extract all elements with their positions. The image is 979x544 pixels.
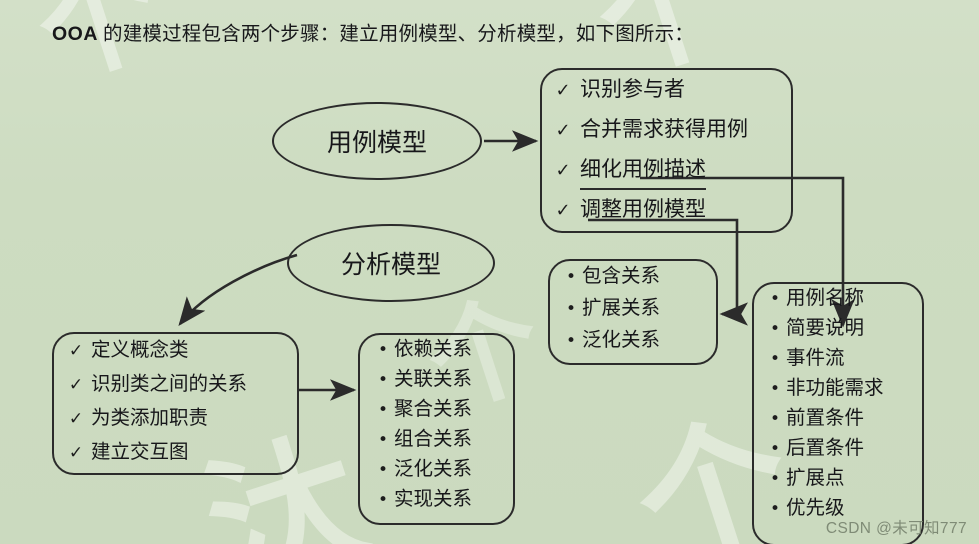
list-item-label: 调整用例模型 [580,197,706,221]
list-item-label: 关联关系 [394,369,473,390]
connector-refine-to-description [640,176,855,328]
box-usecase-relations: • 包含关系 • 扩展关系 • 泛化关系 [548,259,718,365]
box-class-relations: • 依赖关系 • 关联关系 • 聚合关系 • 组合关系 • 泛化关系 [358,333,515,525]
bullet-icon: • [769,469,781,489]
check-icon: ✓ [555,200,571,221]
list-item-label: 扩展关系 [582,298,661,319]
list-item: • 前置条件 [754,404,922,434]
heading-text: 的建模过程包含两个步骤：建立用例模型、分析模型，如下图所示： [97,24,694,45]
box-usecase-description: • 用例名称 • 简要说明 • 事件流 • 非功能需求 • 前置条件 [752,282,924,544]
list-item: • 用例名称 [754,284,922,314]
list-item-label: 事件流 [786,348,845,369]
list-item-label: 后置条件 [786,438,865,459]
list-item: • 包含关系 [550,261,716,293]
node-usecase-model[interactable]: 用例模型 [272,102,482,180]
diagram-connectors [178,130,855,401]
list-item-label: 细化用例描述 [580,150,706,190]
list-item-label: 简要说明 [786,318,865,339]
box-usecase-steps: ✓ 识别参与者 ✓ 合并需求获得用例 ✓ 细化用例描述 ✓ 调整用例模型 [540,68,793,233]
heading-prefix: OOA [52,23,98,45]
list-item: ✓ 为类添加职责 [54,402,297,436]
list-item-label: 扩展点 [786,468,845,489]
list-item: ✓ 建立交互图 [54,436,297,470]
list-item: ✓ 合并需求获得用例 [542,110,791,150]
list-item: ✓ 细化用例描述 [542,150,791,190]
check-icon: ✓ [555,120,571,141]
check-icon: ✓ [68,409,84,429]
list-item-label: 为类添加职责 [91,408,209,429]
bullet-icon: • [769,319,781,339]
check-icon: ✓ [555,160,571,181]
list-item: • 后置条件 [754,434,922,464]
box-analysis-steps: ✓ 定义概念类 ✓ 识别类之间的关系 ✓ 为类添加职责 ✓ 建立交互图 [52,332,299,475]
list-item-label: 识别类之间的关系 [91,374,248,395]
usecase-steps-list: ✓ 识别参与者 ✓ 合并需求获得用例 ✓ 细化用例描述 ✓ 调整用例模型 [542,70,791,230]
usecase-relations-list: • 包含关系 • 扩展关系 • 泛化关系 [550,261,716,357]
node-analysis-model-label: 分析模型 [340,252,441,279]
bullet-icon: • [377,430,389,450]
list-item: • 非功能需求 [754,374,922,404]
usecase-description-list: • 用例名称 • 简要说明 • 事件流 • 非功能需求 • 前置条件 [754,284,922,524]
bullet-icon: • [769,499,781,519]
list-item: • 泛化关系 [550,325,716,357]
list-item-label: 组合关系 [394,429,473,450]
list-item: ✓ 定义概念类 [54,334,297,368]
bullet-icon: • [377,460,389,480]
bullet-icon: • [769,409,781,429]
list-item: • 扩展点 [754,464,922,494]
list-item: • 聚合关系 [360,395,513,425]
analysis-steps-list: ✓ 定义概念类 ✓ 识别类之间的关系 ✓ 为类添加职责 ✓ 建立交互图 [54,334,297,470]
list-item-label: 包含关系 [582,266,661,287]
list-item: • 优先级 [754,494,922,524]
list-item-label: 识别参与者 [580,77,685,101]
list-item: ✓ 识别参与者 [542,70,791,110]
check-icon: ✓ [68,341,84,361]
bullet-icon: • [377,490,389,510]
bullet-icon: • [377,400,389,420]
list-item-label: 前置条件 [786,408,865,429]
flow-diagram: 用例模型 分析模型 ✓ 识别参与者 ✓ 合并需求获得用例 ✓ 细化用例描述 [0,52,979,544]
list-item-label: 建立交互图 [91,442,189,463]
list-item-label: 依赖关系 [394,339,473,360]
connector-adjust-to-relations [588,218,748,326]
list-item-label: 泛化关系 [394,459,473,480]
list-item: • 关联关系 [360,365,513,395]
connector-analysis-to-steps [178,253,298,327]
bullet-icon: • [565,299,577,319]
list-item: • 依赖关系 [360,335,513,365]
check-icon: ✓ [68,443,84,463]
list-item-label: 泛化关系 [582,330,661,351]
node-usecase-model-label: 用例模型 [326,130,427,157]
list-item: • 组合关系 [360,425,513,455]
bullet-icon: • [769,379,781,399]
list-item: • 泛化关系 [360,455,513,485]
list-item: • 实现关系 [360,485,513,515]
list-item-label: 合并需求获得用例 [580,117,748,141]
page-heading: OOA 的建模过程包含两个步骤：建立用例模型、分析模型，如下图所示： [52,17,694,46]
node-analysis-model[interactable]: 分析模型 [287,224,495,302]
bullet-icon: • [769,289,781,309]
check-icon: ✓ [68,375,84,395]
bullet-icon: • [769,349,781,369]
list-item-label: 优先级 [786,498,845,519]
watermark-credit: CSDN @未可知777 [825,520,967,537]
list-item-label: 聚合关系 [394,399,473,420]
bullet-icon: • [565,267,577,287]
list-item-label: 实现关系 [394,489,473,510]
list-item: • 简要说明 [754,314,922,344]
list-item-label: 非功能需求 [786,378,884,399]
list-item: ✓ 调整用例模型 [542,190,791,230]
bullet-icon: • [377,370,389,390]
bullet-icon: • [769,439,781,459]
check-icon: ✓ [555,80,571,101]
list-item-label: 用例名称 [786,288,865,309]
bullet-icon: • [377,340,389,360]
bullet-icon: • [565,331,577,351]
list-item: ✓ 识别类之间的关系 [54,368,297,402]
list-item-label: 定义概念类 [91,340,189,361]
list-item: • 扩展关系 [550,293,716,325]
class-relations-list: • 依赖关系 • 关联关系 • 聚合关系 • 组合关系 • 泛化关系 [360,335,513,515]
list-item: • 事件流 [754,344,922,374]
